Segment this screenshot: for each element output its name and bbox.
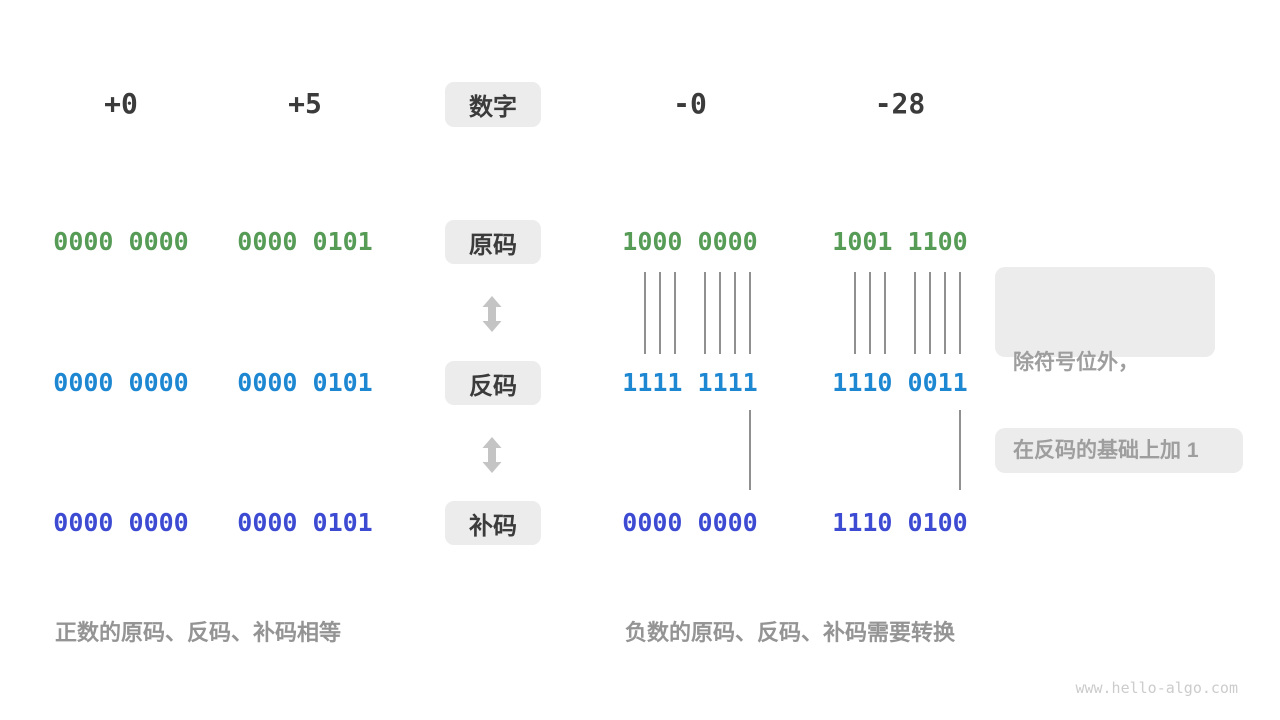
bit-connector-line [959, 272, 961, 354]
bit-connector-line [869, 272, 871, 354]
bit-connector-line [749, 272, 751, 354]
sign-magnitude-value-plus0: 0000 0000 [53, 227, 189, 256]
ones-complement-value-neg28: 1110 0011 [832, 368, 968, 397]
bit-connector-line [929, 272, 931, 354]
header-label: 数字 [469, 94, 517, 121]
invert-bits-annotation-line1: 除符号位外， [1013, 351, 1139, 374]
bit-connector-line [719, 272, 721, 354]
sign-magnitude-value-neg0: 1000 0000 [622, 227, 758, 256]
positive-numbers-caption: 正数的原码、反码、补码相等 [55, 620, 342, 645]
up-down-arrow-icon [482, 296, 502, 332]
sign-magnitude-value-neg28: 1001 1100 [832, 227, 968, 256]
twos-complement-value-plus5: 0000 0101 [237, 508, 373, 537]
invert-bits-annotation: 除符号位外， 对其余所有位取反 [995, 267, 1215, 473]
header-number-plus0: +0 [104, 87, 138, 120]
sign-magnitude-label: 原码 [469, 231, 517, 259]
negative-numbers-caption: 负数的原码、反码、补码需要转换 [625, 620, 956, 645]
header-number-neg0: -0 [673, 87, 707, 120]
ones-complement-value-plus0: 0000 0000 [53, 368, 189, 397]
website-url: www.hello-algo.com [1075, 679, 1238, 697]
last-bit-connector-line [959, 410, 961, 490]
twos-complement-value-neg28: 1110 0100 [832, 508, 968, 537]
ones-complement-value-neg0: 1111 1111 [622, 368, 758, 397]
sign-magnitude-value-plus5: 0000 0101 [237, 227, 373, 256]
bit-connector-line [884, 272, 886, 354]
sign-magnitude-label-box: 原码 [445, 220, 541, 264]
bit-connector-line [704, 272, 706, 354]
twos-complement-label-box: 补码 [445, 501, 541, 545]
header-number-neg28: -28 [874, 87, 926, 120]
bit-connector-line [734, 272, 736, 354]
twos-complement-label: 补码 [469, 512, 517, 540]
bit-connector-line [644, 272, 646, 354]
twos-complement-value-plus0: 0000 0000 [53, 508, 189, 537]
ones-complement-label-box: 反码 [445, 361, 541, 405]
bit-connector-line [854, 272, 856, 354]
twos-complement-value-neg0: 0000 0000 [622, 508, 758, 537]
header-label-box: 数字 [445, 82, 541, 127]
up-down-arrow-icon [482, 437, 502, 473]
ones-complement-label: 反码 [469, 372, 517, 400]
bit-connector-line [944, 272, 946, 354]
bit-connector-line [659, 272, 661, 354]
ones-complement-value-plus5: 0000 0101 [237, 368, 373, 397]
last-bit-connector-line [749, 410, 751, 490]
add-one-annotation: 在反码的基础上加 1 [995, 428, 1243, 473]
bit-connector-line [914, 272, 916, 354]
header-number-plus5: +5 [288, 87, 322, 120]
bit-connector-line [674, 272, 676, 354]
